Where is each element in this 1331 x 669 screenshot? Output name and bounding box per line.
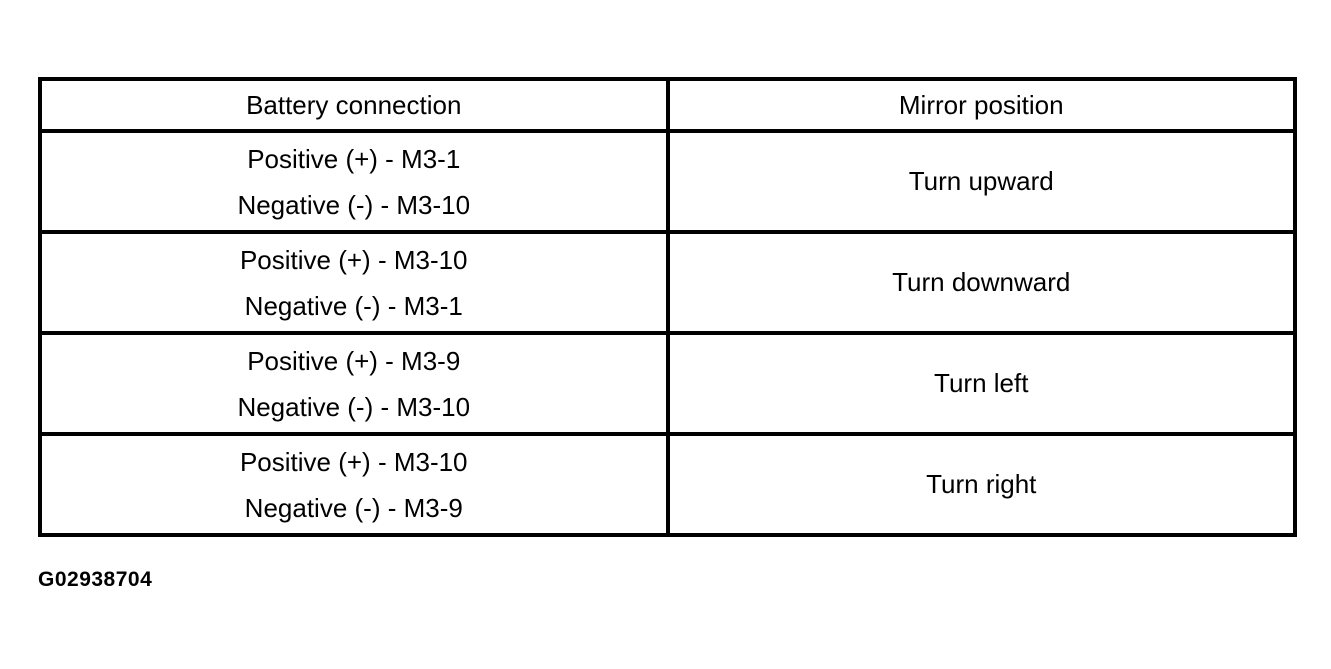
figure-id-label: G02938704 xyxy=(38,568,153,591)
table-header-row: Battery connection Mirror position xyxy=(38,77,1297,133)
positive-connection-text: Positive (+) - M3-9 xyxy=(247,345,461,376)
mirror-position-cell: Turn left xyxy=(665,331,1297,436)
positive-connection-text: Positive (+) - M3-10 xyxy=(239,244,468,275)
mirror-position-cell: Turn upward xyxy=(665,129,1297,234)
mirror-position-cell: Turn right xyxy=(665,432,1297,537)
table-row: Positive (+) - M3-1 Negative (-) - M3-10… xyxy=(38,129,1297,234)
battery-mirror-table: Battery connection Mirror position Posit… xyxy=(38,77,1297,537)
negative-connection-text: Negative (-) - M3-10 xyxy=(237,391,471,422)
table-row: Positive (+) - M3-10 Negative (-) - M3-9… xyxy=(38,432,1297,537)
battery-connection-cell: Positive (+) - M3-10 Negative (-) - M3-1 xyxy=(38,230,670,335)
negative-connection-text: Negative (-) - M3-9 xyxy=(244,492,463,523)
battery-connection-cell: Positive (+) - M3-9 Negative (-) - M3-10 xyxy=(38,331,670,436)
battery-connection-cell: Positive (+) - M3-1 Negative (-) - M3-10 xyxy=(38,129,670,234)
column-header-battery-connection: Battery connection xyxy=(38,77,670,133)
table-row: Positive (+) - M3-9 Negative (-) - M3-10… xyxy=(38,331,1297,436)
battery-connection-cell: Positive (+) - M3-10 Negative (-) - M3-9 xyxy=(38,432,670,537)
negative-connection-text: Negative (-) - M3-10 xyxy=(237,189,471,220)
positive-connection-text: Positive (+) - M3-10 xyxy=(239,446,468,477)
mirror-position-cell: Turn downward xyxy=(665,230,1297,335)
negative-connection-text: Negative (-) - M3-1 xyxy=(244,290,463,321)
table-row: Positive (+) - M3-10 Negative (-) - M3-1… xyxy=(38,230,1297,335)
positive-connection-text: Positive (+) - M3-1 xyxy=(247,143,461,174)
column-header-mirror-position: Mirror position xyxy=(665,77,1297,133)
